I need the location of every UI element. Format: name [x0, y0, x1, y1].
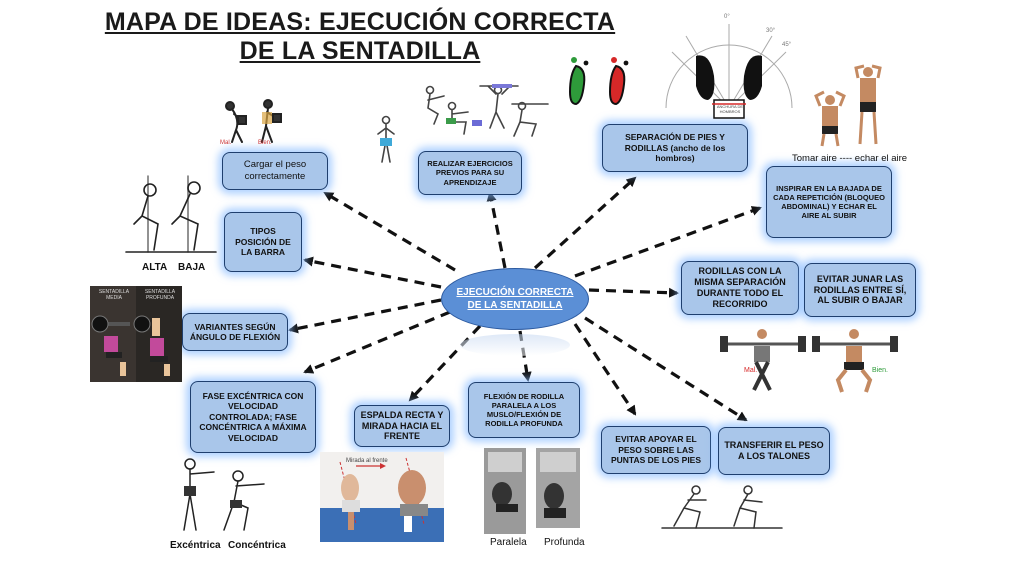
caption-knees-mal: Mal. — [744, 367, 758, 374]
caption-mal-small: Mal. — [220, 140, 232, 146]
image-heels — [661, 485, 783, 529]
arrow-to-separacion — [533, 176, 637, 270]
arrow-to-tipos — [303, 256, 442, 289]
caption-sentadilla-media: SENTADILLA MEDIA — [98, 289, 130, 301]
node-espalda-recta: ESPALDA RECTA Y MIRADA HACIA EL FRENTE — [354, 405, 450, 447]
node-separacion-pies: SEPARACIÓN DE PIES Y RODILLAS (ancho de … — [602, 124, 748, 172]
arrow-to-transferir — [584, 316, 748, 422]
node-rodillas-separacion: RODILLAS CON LA MISMA SEPARACIÓN DURANTE… — [681, 261, 799, 315]
caption-sentadilla-profunda: SENTADILLA PROFUNDA — [144, 289, 176, 301]
caption-profunda: Profunda — [544, 537, 585, 548]
arrow-to-variantes — [288, 298, 442, 334]
image-eccentric-concentric — [183, 458, 265, 531]
arrow-to-fase — [303, 310, 451, 374]
image-pre-exercises — [377, 84, 549, 163]
center-node-reflection — [460, 334, 570, 356]
caption-concentrica: Concéntrica — [228, 540, 286, 551]
image-feet-angle — [665, 24, 793, 119]
node-inspirar: INSPIRAR EN LA BAJADA DE CADA REPETICIÓN… — [766, 166, 892, 238]
title-line-1: MAPA DE IDEAS: EJECUCIÓN CORRECTA — [104, 8, 616, 36]
image-footprints — [568, 57, 629, 106]
angle-45-label: 45° — [782, 42, 792, 48]
angle-0-label: 0° — [724, 14, 730, 20]
caption-excentrica: Excéntrica — [170, 540, 221, 551]
page-title: MAPA DE IDEAS: EJECUCIÓN CORRECTA DE LA … — [60, 8, 660, 66]
caption-knees-bien: Bien. — [872, 367, 888, 374]
arrow-to-rodillas — [588, 287, 679, 298]
image-loading-bar — [225, 99, 282, 143]
node-variantes-angulo: VARIANTES SEGÚN ÁNGULO DE FLEXIÓN — [182, 313, 288, 351]
caption-mirada-frente: Mirada al frente — [346, 458, 388, 464]
caption-alta: ALTA — [142, 262, 168, 273]
center-node: EJECUCIÓN CORRECTA DE LA SENTADILLA — [441, 268, 589, 330]
arrow-to-evitar-apoyar — [573, 323, 637, 416]
node-flexion-rodilla: FLEXIÓN DE RODILLA PARALELA A LOS MUSLO/… — [468, 382, 580, 438]
image-bar-position — [125, 175, 217, 253]
angle-30-label: 30° — [766, 28, 776, 34]
node-evitar-apoyar-puntas: EVITAR APOYAR EL PESO SOBRE LAS PUNTAS D… — [601, 426, 711, 474]
node-cargar-peso: Cargar el peso correctamente — [222, 152, 328, 190]
caption-baja: BAJA — [178, 262, 206, 273]
caption-bien-small: Bien. — [258, 140, 272, 146]
node-tipos-posicion-barra: TIPOS POSICIÓN DE LA BARRA — [224, 212, 302, 272]
title-line-2: DE LA SENTADILLA — [239, 37, 481, 65]
node-ejercicios-previos: REALIZAR EJERCICIOS PREVIOS PARA SU APRE… — [418, 151, 522, 195]
image-knees-alignment — [720, 329, 898, 393]
arrow-to-ejercicios — [486, 191, 507, 269]
node-evitar-juntar-rodillas: EVITAR JUNAR LAS RODILLAS ENTRE SÍ, AL S… — [804, 263, 916, 317]
caption-tomar-aire: Tomar aire ---- echar el aire — [792, 153, 908, 164]
shoulder-width-label: ANCHURA DE HOMBROS — [716, 104, 744, 114]
node-fase-excentrica: FASE EXCÉNTRICA CON VELOCIDAD CONTROLADA… — [190, 381, 316, 453]
arrow-to-cargar — [323, 191, 456, 272]
image-squat-variants — [90, 286, 182, 382]
image-straight-back — [320, 452, 444, 542]
node-transferir-peso: TRANSFERIR EL PESO A LOS TALONES — [718, 427, 830, 475]
image-breathing — [814, 64, 882, 147]
caption-paralela: Paralela — [490, 537, 527, 548]
image-parallel-deep — [484, 448, 580, 534]
